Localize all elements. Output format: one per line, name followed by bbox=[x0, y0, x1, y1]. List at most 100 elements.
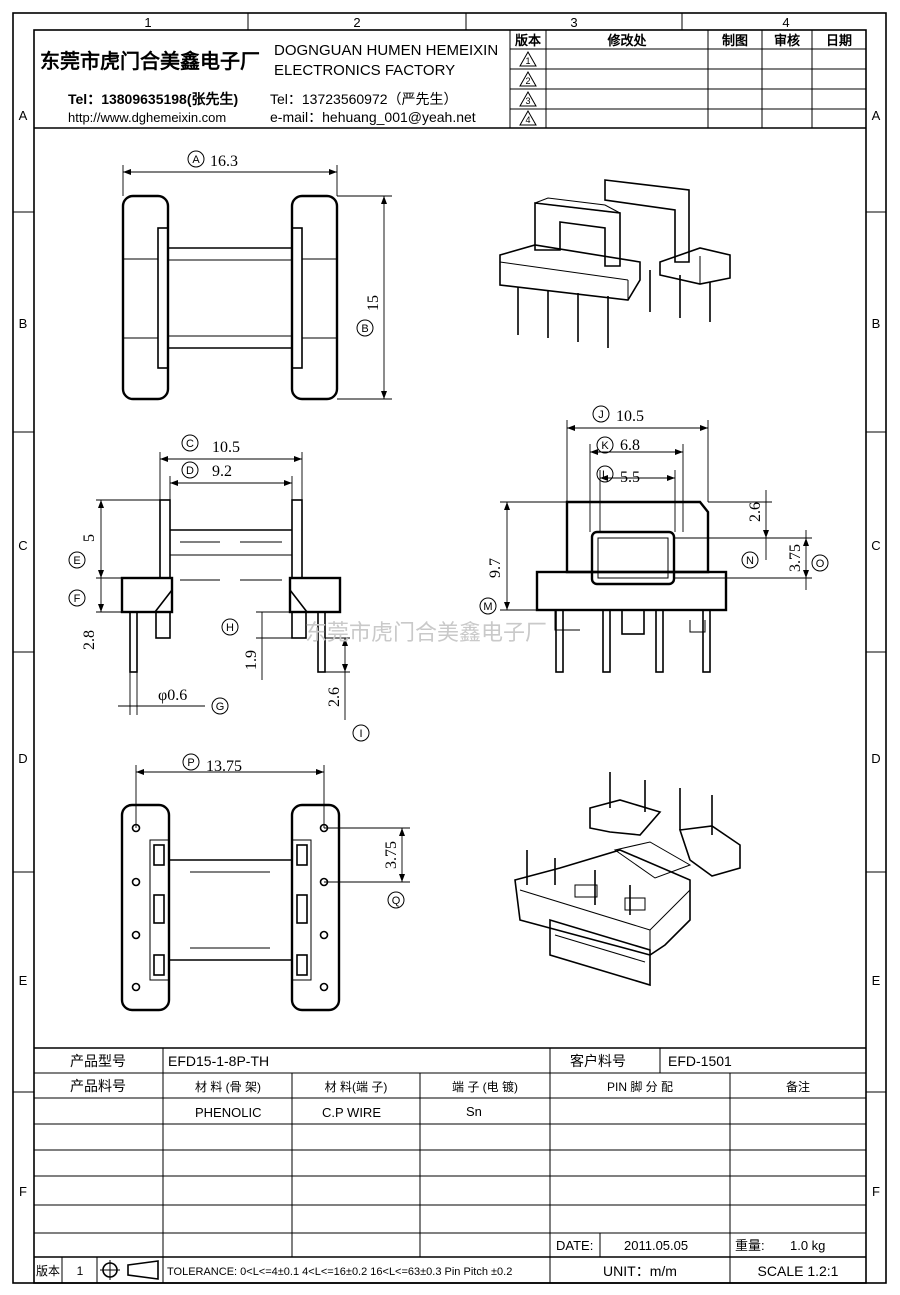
row-label: A bbox=[19, 108, 28, 123]
company-name-en-1: DOGNGUAN HUMEN HEMEIXIN bbox=[274, 42, 498, 59]
svg-text:F: F bbox=[74, 593, 81, 605]
rev-header-drawn: 制图 bbox=[722, 33, 748, 48]
svg-text:H: H bbox=[226, 622, 234, 634]
col-material-bobbin: 材 料 (骨 架) bbox=[195, 1080, 261, 1094]
scale-text: SCALE 1.2:1 bbox=[758, 1263, 839, 1279]
svg-text:C: C bbox=[186, 438, 194, 450]
company-url: http://www.dghemeixin.com bbox=[68, 110, 226, 125]
callout-h: H bbox=[221, 618, 239, 636]
row-label: F bbox=[19, 1184, 27, 1199]
row-label: B bbox=[872, 316, 881, 331]
dimension-h-value: 1.9 bbox=[243, 650, 260, 670]
version-label: 版本 bbox=[36, 1264, 60, 1278]
company-name-en-2: ELECTRONICS FACTORY bbox=[274, 62, 455, 79]
col-material-pin: 材 料(端 子) bbox=[325, 1080, 388, 1094]
dimension-j-value: 10.5 bbox=[616, 408, 644, 425]
contact-tel-1: Tel：13809635198(张先生) bbox=[68, 91, 238, 107]
row-label: F bbox=[872, 1184, 880, 1199]
callout-markers: A B C D E F G H I J K L M N O P Q bbox=[68, 150, 829, 909]
callout-q: Q bbox=[387, 891, 405, 909]
date-label: DATE: bbox=[556, 1238, 593, 1253]
svg-text:J: J bbox=[598, 409, 604, 421]
callout-o: O bbox=[811, 554, 829, 572]
drawing-frame bbox=[12, 12, 887, 1284]
callout-e: E bbox=[68, 551, 86, 569]
revision-table: 版本 修改处 制图 审核 日期 1 2 3 4 bbox=[510, 30, 866, 128]
rev-triangle-icon: 2 bbox=[519, 70, 537, 87]
weight-value: 1.0 kg bbox=[790, 1238, 825, 1253]
svg-text:E: E bbox=[73, 555, 80, 567]
title-block: 产品型号 EFD15-1-8P-TH 客户料号 EFD-1501 产品料号 材 … bbox=[34, 1047, 866, 1283]
dimension-q-value: 3.75 bbox=[383, 841, 400, 869]
rev-header-checked: 审核 bbox=[774, 33, 800, 48]
callout-j: J bbox=[592, 405, 610, 423]
rev-triangle-icon: 1 bbox=[519, 50, 537, 67]
callout-b: B bbox=[356, 319, 374, 337]
row-label: D bbox=[871, 751, 880, 766]
customer-no-value: EFD-1501 bbox=[668, 1053, 732, 1069]
material-pin-value: C.P WIRE bbox=[322, 1105, 381, 1120]
svg-text:P: P bbox=[187, 757, 194, 769]
product-model-label: 产品型号 bbox=[70, 1053, 126, 1069]
callout-k: K bbox=[596, 436, 614, 454]
row-label: A bbox=[872, 108, 881, 123]
callout-i: I bbox=[352, 724, 370, 742]
svg-text:A: A bbox=[192, 154, 200, 166]
view-bottom bbox=[120, 765, 410, 1012]
svg-text:D: D bbox=[186, 465, 194, 477]
row-label: C bbox=[871, 538, 880, 553]
dimension-c-value: 10.5 bbox=[212, 439, 240, 456]
dimension-d-value: 9.2 bbox=[212, 463, 232, 480]
watermark-text: 东莞市虎门合美鑫电子厂 bbox=[305, 620, 547, 645]
callout-n: N bbox=[741, 551, 759, 569]
frame-row-labels: A B C D E F A B C D E F bbox=[18, 108, 880, 1199]
rev-number: 2 bbox=[525, 76, 530, 86]
callout-a: A bbox=[187, 150, 205, 168]
row-label: D bbox=[18, 751, 27, 766]
col-pin-plating: 端 子 (电 镀) bbox=[452, 1080, 518, 1094]
column-label: 4 bbox=[782, 15, 789, 30]
rev-triangle-icon: 4 bbox=[519, 109, 537, 126]
dimension-k-value: 6.8 bbox=[620, 437, 640, 454]
dimension-i-value: 2.6 bbox=[326, 687, 343, 707]
view-front-top bbox=[121, 165, 392, 401]
view-side-left bbox=[96, 452, 350, 720]
rev-triangle-icon: 3 bbox=[519, 90, 537, 107]
col-remark: 备注 bbox=[786, 1079, 810, 1094]
dimension-f-value: 2.8 bbox=[81, 630, 98, 650]
row-label: E bbox=[872, 973, 881, 988]
rev-number: 1 bbox=[525, 56, 530, 66]
column-label: 3 bbox=[570, 15, 577, 30]
dimension-p-value: 13.75 bbox=[206, 758, 242, 775]
material-bobbin-value: PHENOLIC bbox=[195, 1105, 261, 1120]
callout-p: P bbox=[182, 753, 200, 771]
contact-tel-2: Tel：13723560972（严先生） bbox=[270, 91, 458, 107]
dimension-l-value: 5.5 bbox=[620, 469, 640, 486]
frame-column-labels: 1 2 3 4 bbox=[144, 15, 789, 30]
unit-text: UNIT：m/m bbox=[603, 1263, 677, 1279]
dimension-b-value: 15 bbox=[365, 295, 382, 311]
svg-text:I: I bbox=[359, 728, 362, 740]
product-model-value: EFD15-1-8P-TH bbox=[168, 1053, 269, 1069]
callout-c: C bbox=[181, 434, 199, 452]
callout-m: M bbox=[479, 597, 497, 615]
rev-header-change: 修改处 bbox=[606, 33, 647, 48]
dimension-a-value: 16.3 bbox=[210, 153, 238, 170]
rev-header-version: 版本 bbox=[515, 33, 541, 48]
company-email: e-mail：hehuang_001@yeah.net bbox=[270, 109, 476, 125]
view-isometric-top bbox=[499, 179, 731, 348]
column-label: 2 bbox=[353, 15, 360, 30]
row-label: B bbox=[19, 316, 28, 331]
version-value: 1 bbox=[77, 1264, 84, 1278]
rev-number: 3 bbox=[525, 96, 530, 106]
callout-g: G bbox=[211, 697, 229, 715]
projection-symbol-icon bbox=[100, 1260, 159, 1280]
svg-text:K: K bbox=[601, 440, 609, 452]
rev-header-date: 日期 bbox=[826, 33, 852, 48]
dimension-m-value: 9.7 bbox=[487, 558, 504, 578]
svg-text:B: B bbox=[361, 323, 368, 335]
svg-text:O: O bbox=[816, 558, 825, 570]
product-no-label: 产品料号 bbox=[70, 1078, 126, 1094]
svg-text:G: G bbox=[216, 701, 225, 713]
